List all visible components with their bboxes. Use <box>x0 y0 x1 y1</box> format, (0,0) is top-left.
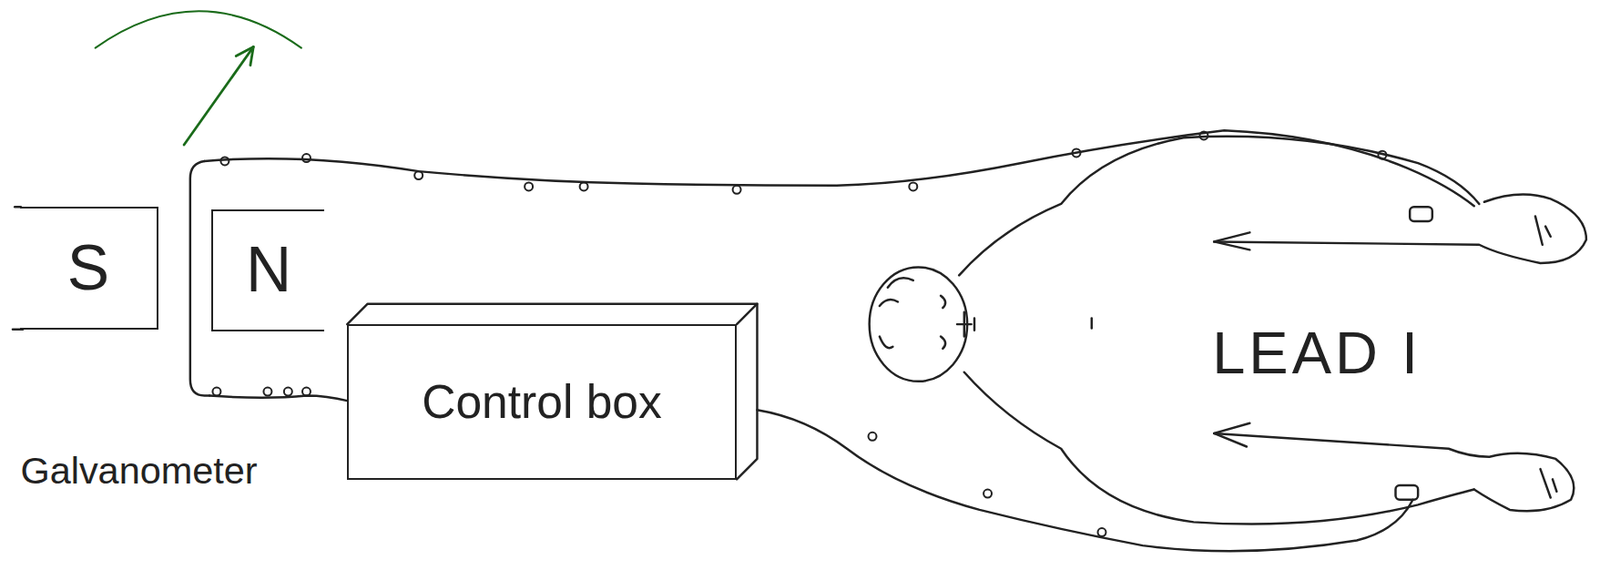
clip <box>263 387 272 397</box>
head <box>869 266 969 381</box>
wire-clips <box>212 131 1386 537</box>
clip <box>284 387 293 397</box>
clip <box>1097 528 1106 537</box>
magnet-pole: N <box>211 209 325 332</box>
lead-wire <box>756 409 1413 551</box>
hand-outline <box>1213 194 1587 264</box>
lead-wire <box>204 130 1475 206</box>
clip <box>1377 151 1386 160</box>
electrode <box>1409 206 1433 222</box>
box-edge <box>346 304 757 480</box>
control-box: Control box <box>346 324 737 479</box>
node-text: S <box>67 234 110 302</box>
clip <box>983 489 992 499</box>
clip <box>580 182 589 191</box>
clip <box>212 387 221 397</box>
arm-outline <box>964 372 1475 525</box>
clip <box>414 171 423 180</box>
node-text: Control box <box>421 377 663 427</box>
clip <box>220 156 229 165</box>
clip <box>302 387 311 397</box>
deflection-indicator <box>95 10 302 145</box>
scale-arc <box>95 10 302 48</box>
clip <box>868 432 877 441</box>
magnet-pole: S <box>20 206 158 329</box>
coil-wire <box>209 396 347 402</box>
clip <box>302 153 311 163</box>
needle-head <box>235 47 254 66</box>
clip <box>1199 131 1208 140</box>
clip <box>524 182 533 191</box>
component-label: Galvanometer <box>20 448 257 493</box>
electrode <box>1395 485 1418 500</box>
clip <box>1072 148 1081 157</box>
node-text: N <box>245 236 292 304</box>
drawing-part <box>12 130 1587 551</box>
face <box>940 295 975 349</box>
hand-outline <box>1213 433 1574 511</box>
body-mark <box>1090 317 1093 328</box>
box-edge <box>736 304 757 325</box>
arm-mark <box>1213 232 1250 250</box>
clip <box>733 185 742 194</box>
arm-outline <box>958 136 1479 276</box>
clip <box>908 182 918 191</box>
coil-wire <box>190 161 210 397</box>
needle <box>183 47 254 146</box>
arm-mark <box>1213 423 1250 448</box>
finger <box>1535 215 1558 498</box>
hair <box>879 277 914 348</box>
lead-label: LEAD I <box>1212 318 1422 388</box>
